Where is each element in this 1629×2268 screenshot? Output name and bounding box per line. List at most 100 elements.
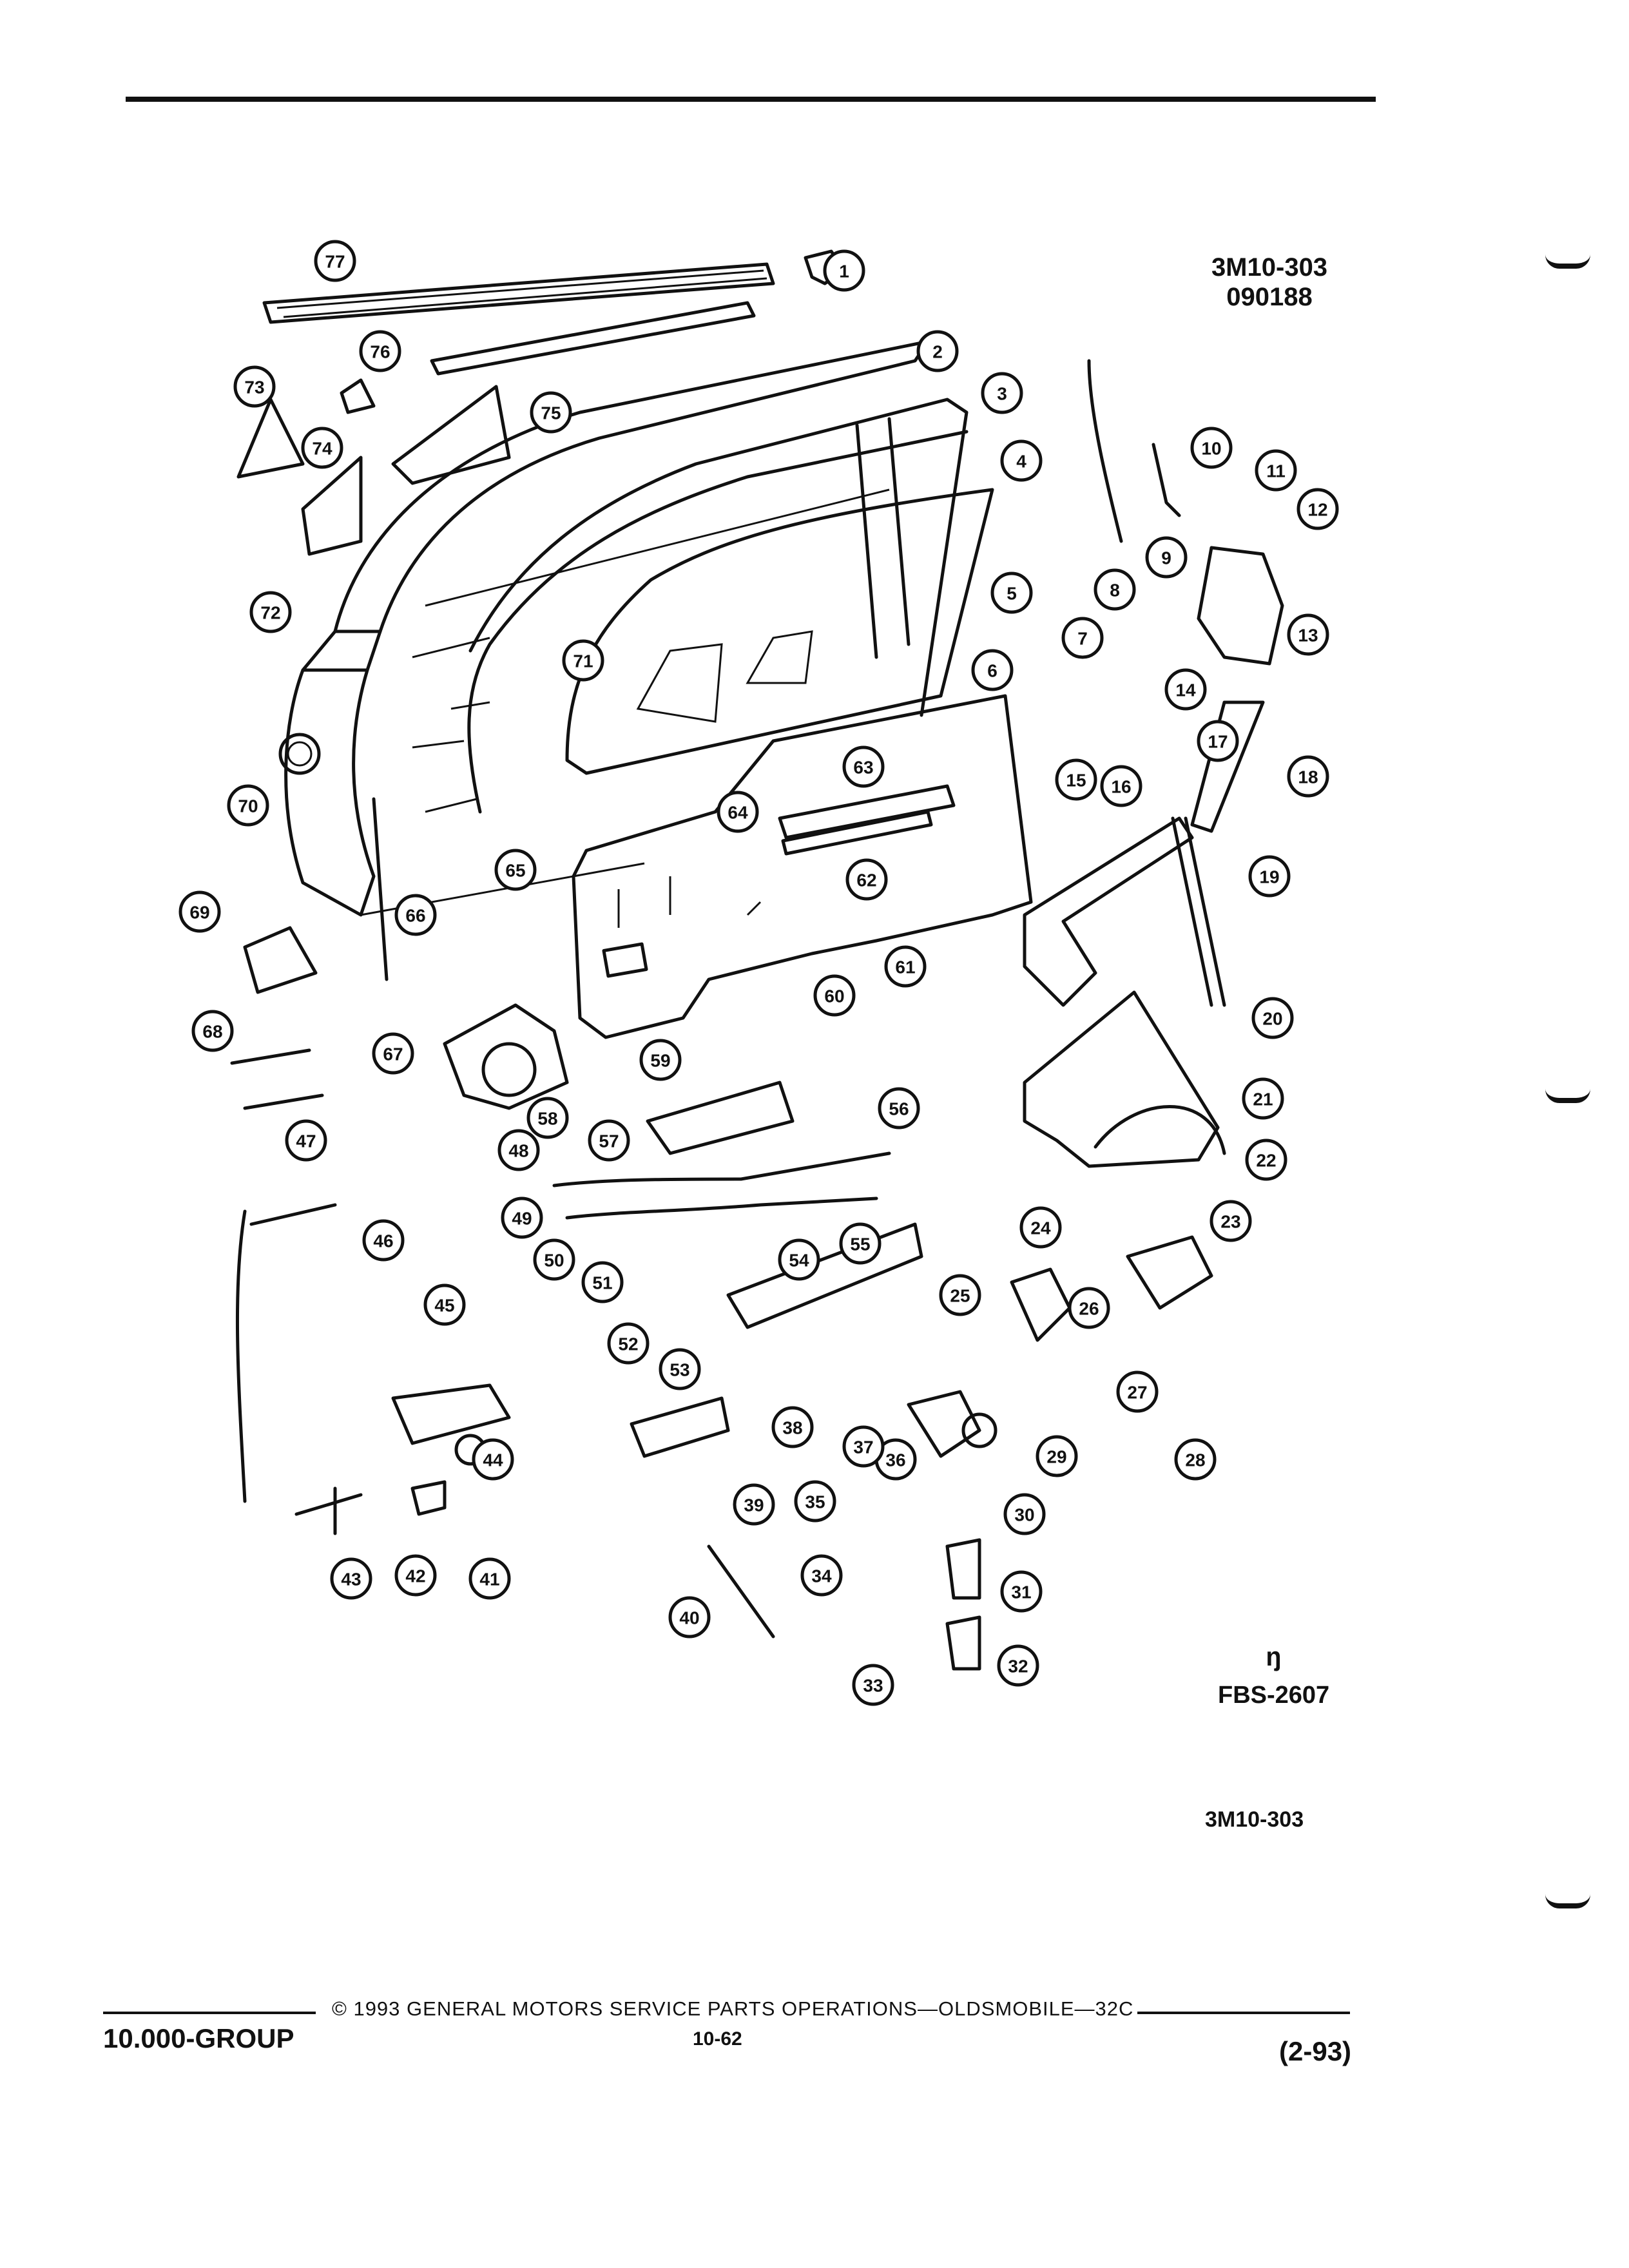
- callout-number: 77: [325, 252, 345, 272]
- callout-circle: [362, 1219, 405, 1262]
- callout-46: 46: [362, 1219, 405, 1262]
- callout-circle: [717, 791, 759, 833]
- callout-circle: [794, 1480, 836, 1523]
- callout-circle: [249, 591, 292, 633]
- callout-number: 56: [889, 1099, 909, 1119]
- callout-circle: [1242, 1077, 1284, 1120]
- callout-33: 33: [852, 1664, 894, 1706]
- callout-number: 33: [863, 1676, 883, 1696]
- diagram-code: 3M10-303: [1211, 253, 1328, 282]
- callout-58: 58: [526, 1097, 569, 1139]
- diagram-date: 090188: [1226, 283, 1313, 311]
- gm-logo-icon: ᵑ: [1266, 1641, 1281, 1683]
- callout-number: 52: [618, 1334, 638, 1354]
- callout-number: 65: [505, 861, 525, 881]
- callout-24: 24: [1019, 1206, 1062, 1249]
- callout-circle: [852, 1664, 894, 1706]
- callout-73: 73: [233, 365, 276, 408]
- callout-circle: [916, 330, 959, 372]
- callout-number: 53: [670, 1360, 689, 1380]
- callout-50: 50: [533, 1238, 575, 1281]
- callout-circle: [813, 974, 856, 1017]
- callout-number: 62: [856, 870, 876, 890]
- lower-diagram-code: 3M10-303: [1205, 1807, 1304, 1832]
- callout-number: 68: [202, 1022, 222, 1042]
- callout-circle: [839, 1222, 882, 1265]
- callout-number: 43: [341, 1570, 361, 1590]
- callout-number: 15: [1066, 771, 1086, 791]
- callout-number: 1: [839, 262, 849, 282]
- callout-number: 39: [744, 1495, 764, 1515]
- callout-8: 8: [1094, 568, 1136, 611]
- callout-number: 3: [997, 384, 1007, 404]
- callout-circle: [314, 240, 356, 282]
- callout-number: 37: [853, 1437, 873, 1457]
- binding-tick-mark: [1545, 1089, 1590, 1103]
- callout-number: 66: [405, 906, 425, 926]
- callout-number: 60: [824, 986, 844, 1006]
- callout-number: 8: [1110, 581, 1120, 601]
- callout-circle: [1164, 668, 1207, 711]
- callout-number: 14: [1175, 680, 1196, 700]
- callout-number: 64: [728, 803, 748, 823]
- callout-circle: [981, 372, 1023, 414]
- callout-22: 22: [1245, 1139, 1287, 1181]
- callout-number: 21: [1253, 1090, 1273, 1110]
- callout-27: 27: [1116, 1370, 1159, 1413]
- callout-circle: [800, 1554, 843, 1597]
- callout-52: 52: [607, 1322, 650, 1365]
- callout-circle: [233, 365, 276, 408]
- callout-circle: [971, 649, 1014, 691]
- callout-circle: [884, 945, 927, 988]
- callout-51: 51: [581, 1261, 624, 1303]
- callout-7: 7: [1061, 617, 1104, 659]
- callout-number: 51: [592, 1273, 612, 1293]
- callout-1: 1: [823, 249, 865, 292]
- callout-number: 41: [479, 1570, 499, 1590]
- callout-number: 76: [370, 342, 390, 362]
- callout-circle: [301, 427, 343, 469]
- callout-75: 75: [530, 391, 572, 434]
- callout-37: 37: [842, 1425, 885, 1468]
- callout-number: 69: [189, 903, 209, 923]
- callout-number: 72: [260, 603, 280, 623]
- callout-circle: [562, 639, 604, 682]
- figure-code: FBS-2607: [1218, 1682, 1330, 1709]
- binding-tick-mark: [1545, 1894, 1590, 1908]
- callout-44: 44: [472, 1438, 514, 1481]
- callout-77: 77: [314, 240, 356, 282]
- callout-circle: [1248, 855, 1291, 898]
- callout-2: 2: [916, 330, 959, 372]
- binding-tick-mark: [1545, 255, 1590, 269]
- callout-circle: [1094, 568, 1136, 611]
- callout-35: 35: [794, 1480, 836, 1523]
- callout-circle: [1210, 1200, 1252, 1242]
- callout-48: 48: [497, 1129, 540, 1171]
- callout-55: 55: [839, 1222, 882, 1265]
- callout-16: 16: [1100, 765, 1142, 807]
- callout-number: 19: [1259, 867, 1279, 887]
- callout-number: 5: [1007, 584, 1017, 604]
- callout-25: 25: [939, 1274, 981, 1316]
- callout-circle: [472, 1438, 514, 1481]
- callout-circle: [178, 890, 221, 933]
- callout-72: 72: [249, 591, 292, 633]
- callout-number: 32: [1008, 1657, 1028, 1677]
- callout-10: 10: [1190, 427, 1233, 469]
- callout-circle: [468, 1557, 511, 1600]
- callout-number: 50: [544, 1251, 564, 1271]
- callout-number: 31: [1011, 1582, 1031, 1602]
- callout-23: 23: [1210, 1200, 1252, 1242]
- callout-circle: [878, 1087, 920, 1129]
- callout-number: 7: [1077, 629, 1088, 649]
- callout-number: 10: [1201, 439, 1221, 459]
- callout-number: 36: [885, 1450, 905, 1470]
- callout-number: 61: [895, 957, 915, 977]
- callout-53: 53: [659, 1348, 701, 1390]
- callout-number: 9: [1161, 548, 1171, 568]
- callout-number: 44: [483, 1450, 503, 1470]
- callout-68: 68: [191, 1010, 234, 1052]
- callout-circle: [1055, 758, 1097, 801]
